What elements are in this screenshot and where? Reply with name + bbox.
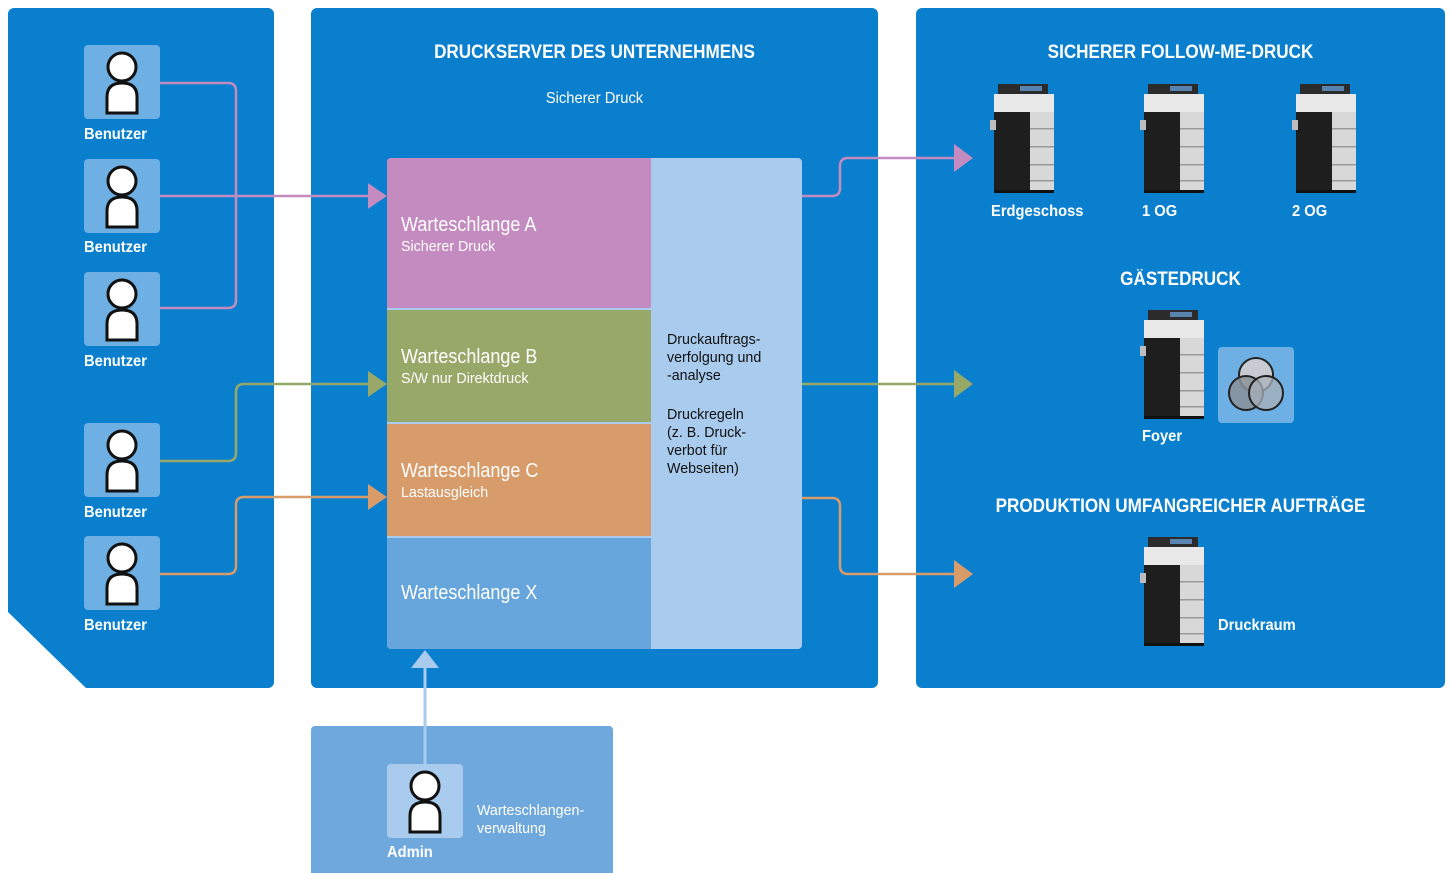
arrow-head-green-in xyxy=(368,371,387,397)
rules-text: Druckregeln (z. B. Druck- verbot für Web… xyxy=(667,406,746,478)
server-subtitle: Sicherer Druck xyxy=(545,90,644,107)
user-icon-1 xyxy=(84,45,160,119)
rules-line-4: Webseiten) xyxy=(667,460,739,477)
user-icon-3 xyxy=(84,272,160,346)
arrow-head-orange-in xyxy=(368,484,387,510)
queue-c-name: Warteschlange C xyxy=(401,460,539,482)
user-label-2: Benutzer xyxy=(84,239,147,256)
printer-icon-1og xyxy=(1140,84,1204,193)
user-label-5: Benutzer xyxy=(84,617,147,634)
admin-icon xyxy=(387,764,463,838)
production-title: PRODUKTION UMFANGREICHER AUFTRÄGE xyxy=(995,496,1366,517)
server-title: DRUCKSERVER DES UNTERNEHMENS xyxy=(434,42,755,63)
floor-label-erdgeschoss: Erdgeschoss xyxy=(991,203,1084,220)
printer-icon-foyer xyxy=(1140,310,1204,419)
queue-a: Warteschlange A Sicherer Druck xyxy=(387,158,651,308)
admin-desc-line-1: Warteschlangen- xyxy=(477,802,585,819)
printer-icon-erdgeschoss xyxy=(990,84,1054,193)
admin-label: Admin xyxy=(387,844,433,861)
user-icon-5 xyxy=(84,536,160,610)
rules-line-1: Druckregeln xyxy=(667,406,744,423)
queue-c-sub: Lastausgleich xyxy=(401,484,489,501)
tracking-line-3: -analyse xyxy=(667,367,721,384)
arrow-head-admin xyxy=(411,650,439,668)
queue-c: Warteschlange C Lastausgleich xyxy=(387,424,651,536)
queue-a-sub: Sicherer Druck xyxy=(401,238,496,255)
user-icon-4 xyxy=(84,423,160,497)
druckraum-label: Druckraum xyxy=(1218,617,1296,634)
users-panel xyxy=(8,8,274,688)
arrow-head-green-out xyxy=(954,370,973,398)
user-label-1: Benutzer xyxy=(84,126,147,143)
rules-line-3: verbot für xyxy=(667,442,728,459)
rules-line-2: (z. B. Druck- xyxy=(667,424,747,441)
queue-b-name: Warteschlange B xyxy=(401,346,538,368)
tracking-line-1: Druckauftrags- xyxy=(667,331,761,348)
queue-x: Warteschlange X xyxy=(387,538,651,649)
printer-icon-2og xyxy=(1292,84,1356,193)
queue-b: Warteschlange B S/W nur Direktdruck xyxy=(387,310,651,422)
queue-a-name: Warteschlange A xyxy=(401,214,537,236)
guest-print-title: GÄSTEDRUCK xyxy=(1120,269,1241,290)
user-icon-2 xyxy=(84,159,160,233)
floor-label-1og: 1 OG xyxy=(1142,203,1178,220)
admin-desc: Warteschlangen- verwaltung xyxy=(477,802,584,838)
floor-label-2og: 2 OG xyxy=(1292,203,1328,220)
arrow-head-orange-out xyxy=(954,560,973,588)
tracking-text: Druckauftrags- verfolgung und -analyse xyxy=(667,331,761,385)
color-print-icon xyxy=(1218,347,1294,423)
foyer-label: Foyer xyxy=(1142,428,1183,445)
tracking-line-2: verfolgung und xyxy=(667,349,762,366)
queue-b-sub: S/W nur Direktdruck xyxy=(401,370,529,387)
arrow-head-purple-in xyxy=(368,183,387,209)
follow-me-title: SICHERER FOLLOW-ME-DRUCK xyxy=(1047,42,1314,63)
queue-x-name: Warteschlange X xyxy=(401,582,538,604)
arrow-head-purple-out xyxy=(954,144,973,172)
user-label-3: Benutzer xyxy=(84,353,147,370)
admin-desc-line-2: verwaltung xyxy=(477,820,546,837)
user-label-4: Benutzer xyxy=(84,504,147,521)
printer-icon-druckraum xyxy=(1140,537,1204,646)
